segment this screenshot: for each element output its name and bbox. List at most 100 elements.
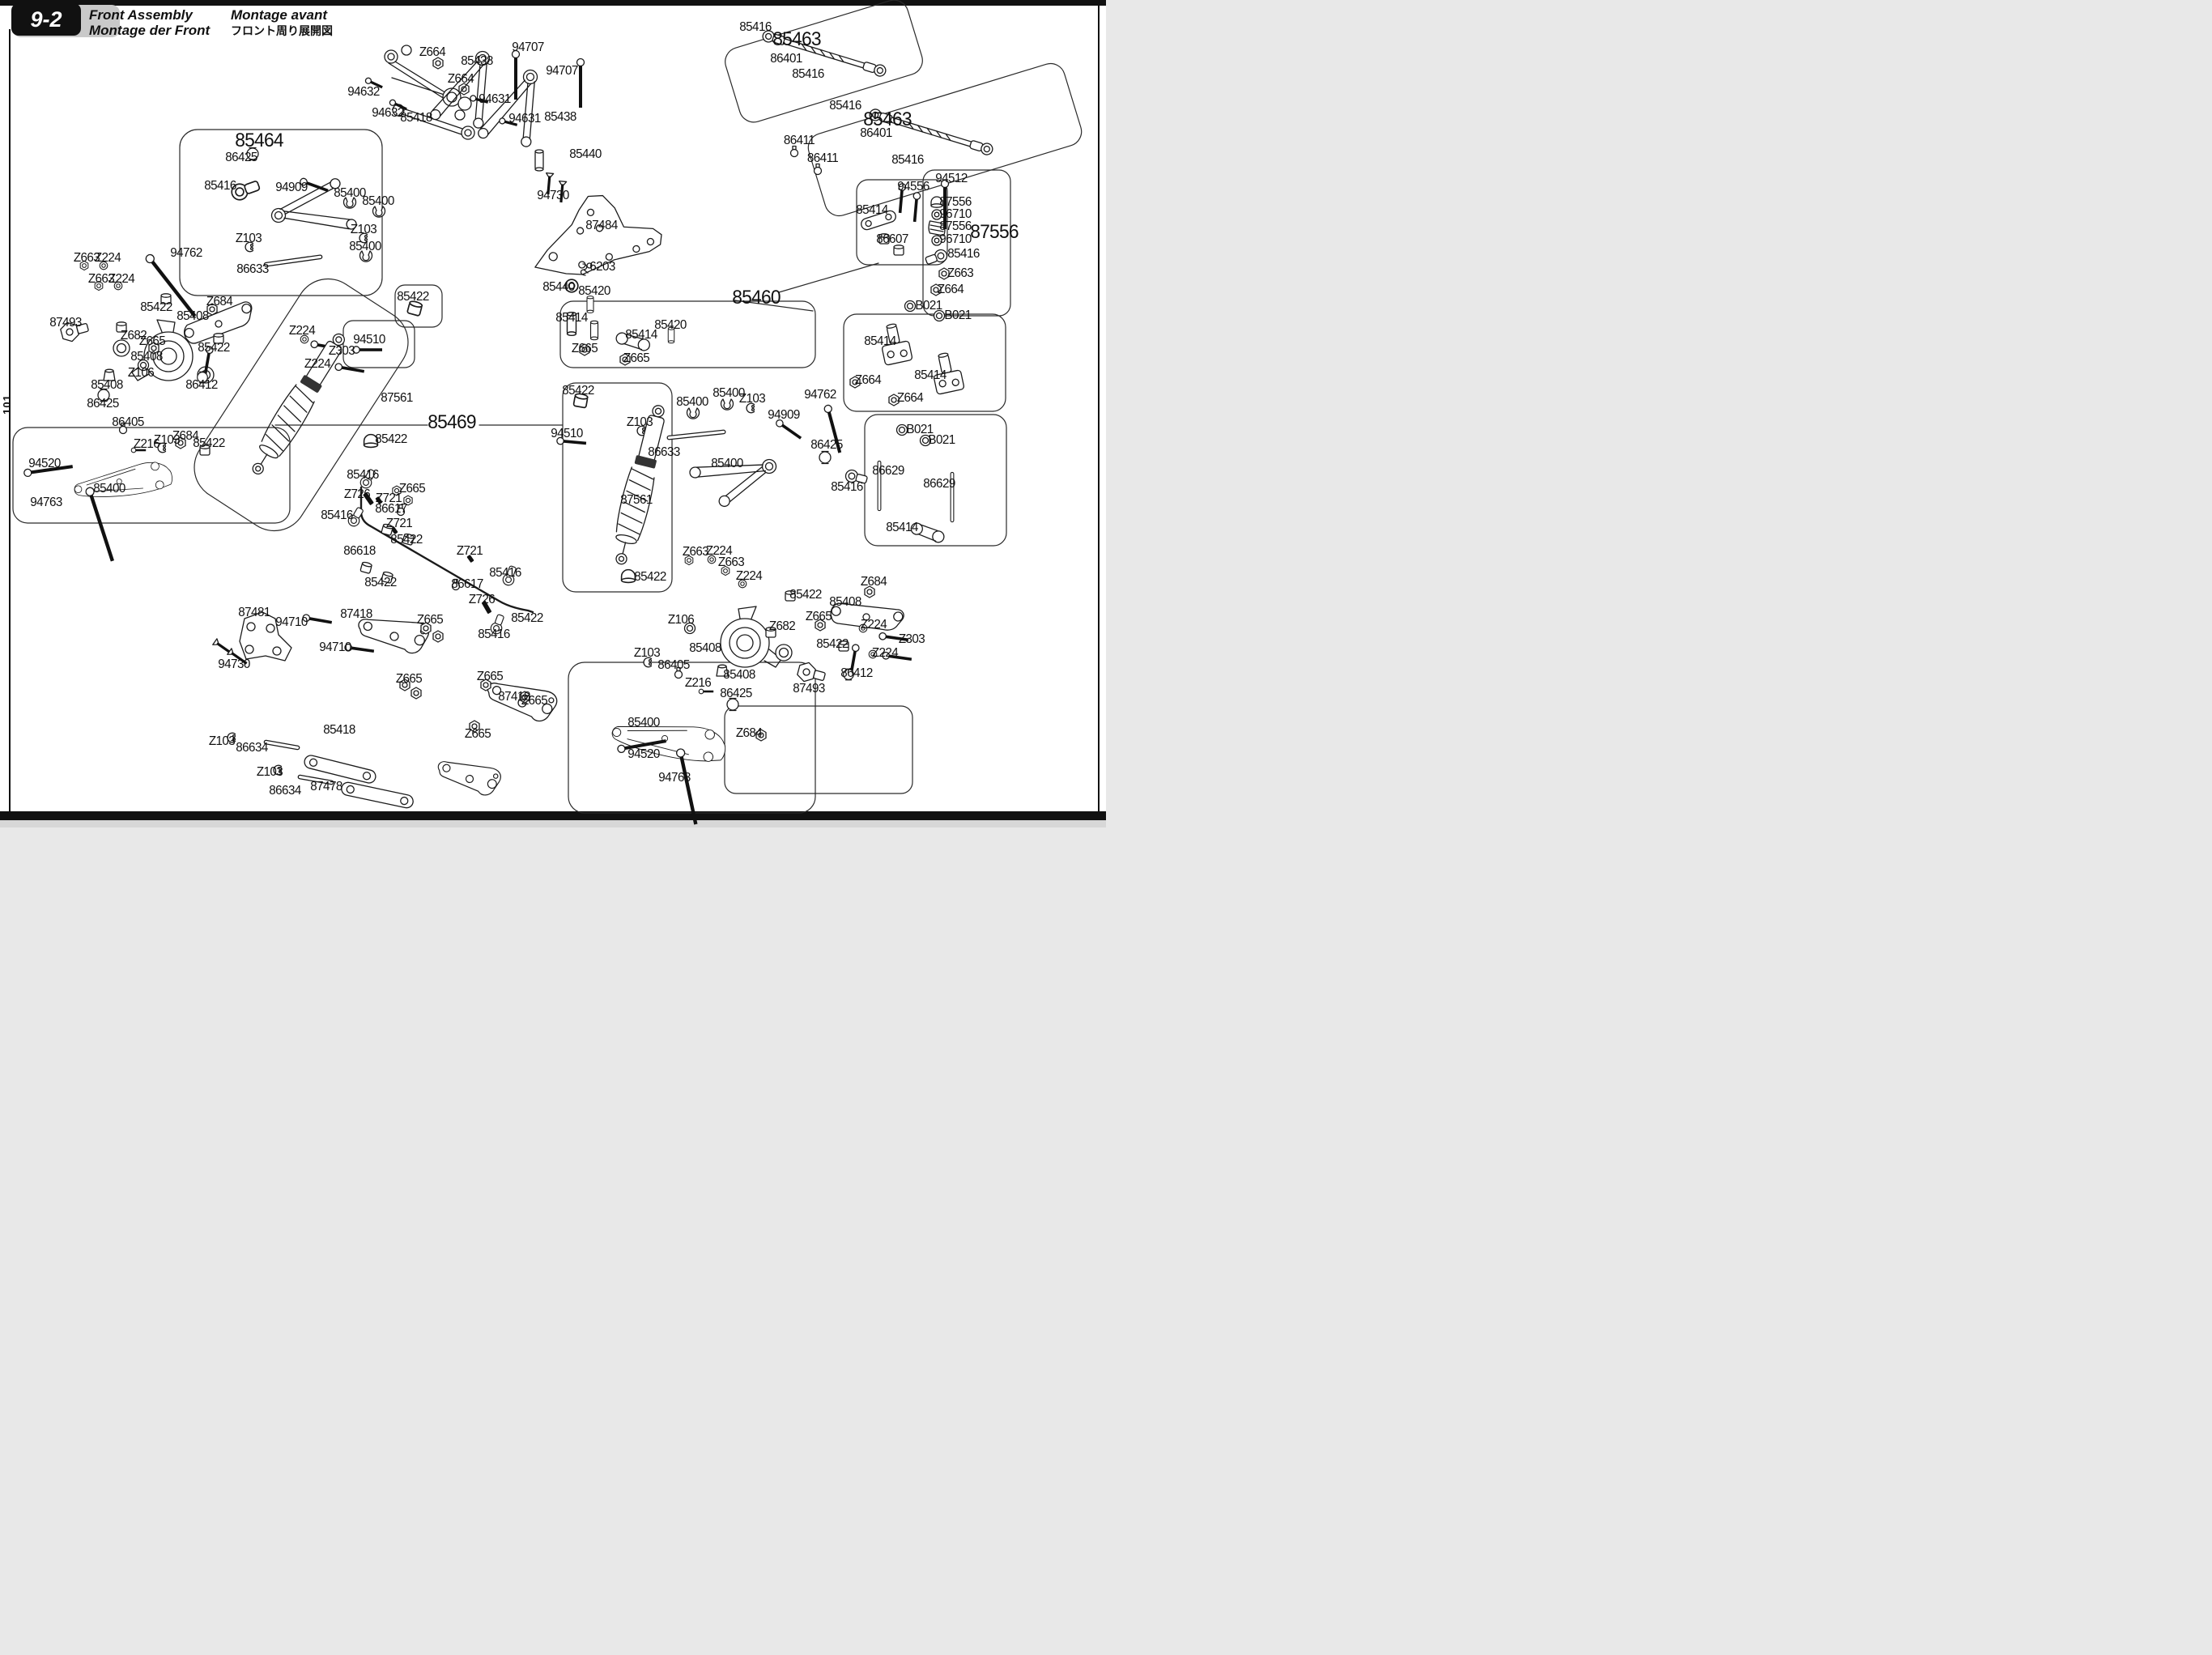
group-enclosure — [562, 382, 673, 593]
part-linkbar-drawing — [339, 781, 415, 810]
part-label-Z684: Z684 — [860, 575, 887, 589]
part-label-Z684: Z684 — [172, 429, 199, 443]
part-screwM-drawing — [352, 346, 383, 354]
part-label-86425: 86425 — [720, 687, 752, 700]
part-label-85416: 85416 — [204, 179, 236, 193]
part-label-85400: 85400 — [676, 395, 708, 409]
part-label-85408: 85408 — [177, 309, 209, 323]
part-label-Z665: Z665 — [416, 613, 444, 627]
part-label-85408: 85408 — [723, 668, 755, 682]
callout-lines — [274, 262, 879, 426]
part-label-85422: 85422 — [397, 290, 429, 304]
part-label-Z665: Z665 — [464, 727, 491, 741]
page-bottom-rule — [0, 811, 1106, 820]
part-label-85400: 85400 — [334, 186, 366, 200]
part-label-85438: 85438 — [544, 110, 576, 124]
part-label-Z663: Z663 — [682, 545, 709, 559]
part-nut-drawing — [432, 57, 444, 70]
part-label-94763: 94763 — [658, 771, 691, 785]
part-bearingS-drawing — [904, 300, 917, 313]
part-label-B021: B021 — [944, 308, 972, 322]
part-label-Z224: Z224 — [860, 618, 887, 632]
manual-page: 9-2 Front Assembly Montage der Front Mon… — [0, 0, 1106, 828]
part-rack-drawing — [437, 755, 504, 801]
enclosure-line — [778, 262, 879, 293]
part-label-86618: 86618 — [343, 544, 376, 558]
part-label-Z103: Z103 — [738, 392, 766, 406]
part-label-Z684: Z684 — [206, 295, 233, 308]
enclosure-boxes — [12, 0, 1083, 814]
part-label-Z665: Z665 — [521, 694, 548, 708]
part-label-94520: 94520 — [627, 747, 660, 761]
part-ballsmall-drawing — [813, 163, 823, 176]
group-enclosure — [194, 278, 409, 532]
part-label-85422: 85422 — [193, 436, 225, 450]
part-label-85414: 85414 — [856, 203, 888, 217]
part-label-94632: 94632 — [372, 106, 404, 120]
part-screwM-drawing — [334, 362, 366, 376]
part-label-86411: 86411 — [783, 134, 815, 147]
part-label-87493: 87493 — [49, 316, 82, 330]
part-label-Z103: Z103 — [153, 433, 181, 447]
part-post-drawing — [586, 296, 594, 313]
part-label-86412: 86412 — [840, 666, 873, 680]
part-label-85418: 85418 — [400, 111, 432, 125]
group-enclosure — [12, 427, 291, 524]
part-label-85416: 85416 — [891, 153, 924, 167]
part-label-94631: 94631 — [508, 112, 541, 126]
part-label-86405: 86405 — [657, 658, 690, 672]
part-label-Z224: Z224 — [94, 251, 121, 265]
part-label-Z224: Z224 — [304, 357, 331, 371]
part-label-86629: 86629 — [872, 464, 904, 478]
part-label-85463: 85463 — [863, 108, 912, 130]
part-label-85414: 85414 — [886, 521, 918, 534]
part-label-87478: 87478 — [310, 780, 342, 793]
part-bushing-drawing — [359, 560, 373, 575]
part-label-87561: 87561 — [381, 391, 413, 405]
part-label-85422: 85422 — [562, 384, 594, 398]
part-label-Z664: Z664 — [854, 373, 882, 387]
part-label-Z726: Z726 — [468, 593, 496, 606]
part-label-Z216: Z216 — [684, 676, 712, 690]
part-label-Z682: Z682 — [768, 619, 796, 633]
part-label-Z721: Z721 — [385, 517, 413, 530]
group-enclosure — [724, 705, 913, 794]
part-label-85422: 85422 — [634, 570, 666, 584]
part-label-85469: 85469 — [428, 411, 476, 433]
part-label-86634: 86634 — [236, 741, 268, 755]
group-enclosure — [394, 284, 443, 328]
part-label-85400: 85400 — [627, 716, 660, 730]
part-label-Z663: Z663 — [73, 251, 100, 265]
part-rodend-drawing — [923, 247, 950, 268]
part-label-85416: 85416 — [829, 99, 861, 113]
part-label-Z106: Z106 — [667, 613, 695, 627]
part-label-85400: 85400 — [349, 240, 381, 253]
part-clip-drawing — [720, 398, 734, 411]
section-number: 9-2 — [30, 6, 62, 32]
part-nut-drawing — [410, 687, 422, 700]
part-label-85416: 85416 — [489, 566, 521, 580]
section-badge: 9-2 — [11, 3, 81, 36]
part-label-B021: B021 — [928, 433, 955, 447]
title-japanese: フロント周り展開図 — [231, 24, 333, 37]
part-label-85463: 85463 — [772, 28, 821, 50]
part-pin-drawing — [263, 739, 300, 751]
part-screwS-drawing — [698, 688, 714, 695]
part-label-Z103: Z103 — [208, 734, 236, 748]
part-label-94763: 94763 — [30, 496, 62, 509]
part-label-Z224: Z224 — [735, 569, 763, 583]
part-label-Z726: Z726 — [343, 487, 371, 501]
part-bearing-drawing — [775, 644, 793, 662]
part-label-85408: 85408 — [689, 641, 721, 655]
exploded-diagram-canvas — [12, 0, 1083, 826]
part-label-Z106: Z106 — [127, 366, 155, 380]
group-enclosure — [807, 62, 1083, 217]
part-label-Z216: Z216 — [133, 437, 160, 451]
title-german: Montage der Front — [89, 23, 211, 38]
part-label-87418: 87418 — [498, 690, 530, 704]
part-label-Z721: Z721 — [456, 544, 483, 558]
part-label-Z682: Z682 — [120, 329, 147, 342]
part-label-85414: 85414 — [864, 334, 896, 348]
part-label-86607: 86607 — [876, 232, 908, 246]
part-label-Z224: Z224 — [871, 646, 899, 660]
